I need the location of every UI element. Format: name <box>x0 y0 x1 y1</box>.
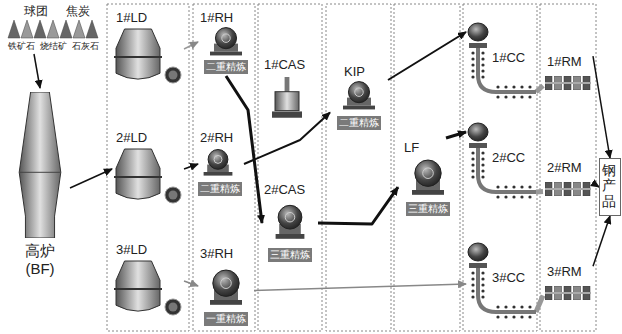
node-label: 3#LD <box>116 242 147 257</box>
equipment-icon <box>545 182 591 196</box>
flow-arrow <box>184 164 198 169</box>
node-label: 2#CC <box>492 150 525 165</box>
cas-station: 2#CAS 三重精炼 <box>262 180 318 266</box>
node-label: 1#RM <box>547 54 582 69</box>
continuous-caster: 3#CC <box>466 240 536 320</box>
rh-degasser: 2#RH 二重精炼 <box>198 128 244 200</box>
kip-station: KIP 二重精炼 <box>330 62 388 134</box>
node-label: 1#CAS <box>264 57 305 72</box>
node-label: 焦炭 <box>66 4 90 18</box>
node-label: 1#CC <box>492 50 525 65</box>
equipment-icon <box>164 298 182 316</box>
continuous-caster: 2#CC <box>466 120 536 200</box>
equipment-icon <box>272 77 302 119</box>
node-label: 铁矿石 <box>8 41 35 52</box>
flow-arrow <box>536 296 543 312</box>
blast-furnace: 高炉 (BF) <box>10 88 70 288</box>
equipment-icon <box>14 92 66 238</box>
flow-arrow <box>34 54 40 88</box>
equipment-icon <box>114 28 162 86</box>
node-label: 1#LD <box>116 10 147 25</box>
rolling-mill: 3#RM <box>543 262 593 304</box>
refining-tag: 二重精炼 <box>204 60 248 74</box>
refining-tag: 三重精炼 <box>406 202 450 216</box>
steel-product-box: 钢产品 <box>599 158 621 216</box>
flow-arrow <box>226 76 262 223</box>
flow-arrow <box>446 132 466 138</box>
equipment-icon <box>206 26 246 58</box>
converter: 1#LD <box>112 8 184 90</box>
node-label: 烧结矿 <box>40 41 67 52</box>
refining-tag: 二重精炼 <box>198 182 242 196</box>
equipment-icon <box>545 76 591 90</box>
rolling-mill: 2#RM <box>543 158 593 200</box>
flow-arrow <box>593 56 610 158</box>
raw-materials: 球团 焦炭铁矿石烧结矿石灰石 <box>4 4 104 54</box>
flow-arrow <box>254 284 466 290</box>
node-label: 3#RM <box>547 264 582 279</box>
refining-tag: 二重精炼 <box>337 116 381 130</box>
equipment-icon <box>4 18 104 40</box>
flow-arrow <box>388 32 466 80</box>
equipment-icon <box>114 260 162 318</box>
flow-arrow <box>184 42 198 49</box>
node-label: 1#RH <box>200 10 233 25</box>
lf-furnace: LF 三重精炼 <box>398 138 458 220</box>
converter: 3#LD <box>112 240 184 322</box>
node-label: 2#RH <box>200 130 233 145</box>
equipment-icon <box>164 186 182 204</box>
node-label: 2#LD <box>116 130 147 145</box>
flow-arrow <box>593 216 610 266</box>
flow-arrow <box>318 187 398 224</box>
node-label: 3#CC <box>492 270 525 285</box>
refining-tag: 三重精炼 <box>268 248 312 262</box>
node-label: KIP <box>344 64 365 79</box>
node-label: 钢产品 <box>602 163 616 209</box>
equipment-icon <box>272 202 308 242</box>
rolling-mill: 1#RM <box>543 52 593 94</box>
equipment-icon <box>164 66 182 84</box>
rh-degasser: 1#RH 二重精炼 <box>198 8 254 76</box>
cas-station: 1#CAS <box>262 55 312 125</box>
node-label: 2#RM <box>547 160 582 175</box>
flow-arrow <box>184 281 198 286</box>
equipment-icon <box>545 286 591 300</box>
node-label: 球团 <box>24 4 48 18</box>
flow-arrow <box>536 86 543 92</box>
flow-arrow <box>244 112 330 164</box>
equipment-icon <box>206 268 246 308</box>
refining-tag: 一重精炼 <box>204 312 248 326</box>
equipment-icon <box>200 148 236 178</box>
equipment-icon <box>114 148 162 206</box>
equipment-icon <box>408 158 448 198</box>
node-label: 3#RH <box>200 246 233 261</box>
flow-arrow <box>536 189 543 194</box>
node-label: 石灰石 <box>72 41 99 52</box>
continuous-caster: 1#CC <box>466 20 536 100</box>
converter: 2#LD <box>112 128 184 210</box>
rh-degasser: 3#RH 一重精炼 <box>198 242 254 330</box>
node-label: 2#CAS <box>264 182 305 197</box>
flow-arrow <box>70 169 112 188</box>
node-label: LF <box>404 140 419 155</box>
equipment-icon <box>339 80 379 112</box>
node-label: 高炉 (BF) <box>18 242 62 278</box>
